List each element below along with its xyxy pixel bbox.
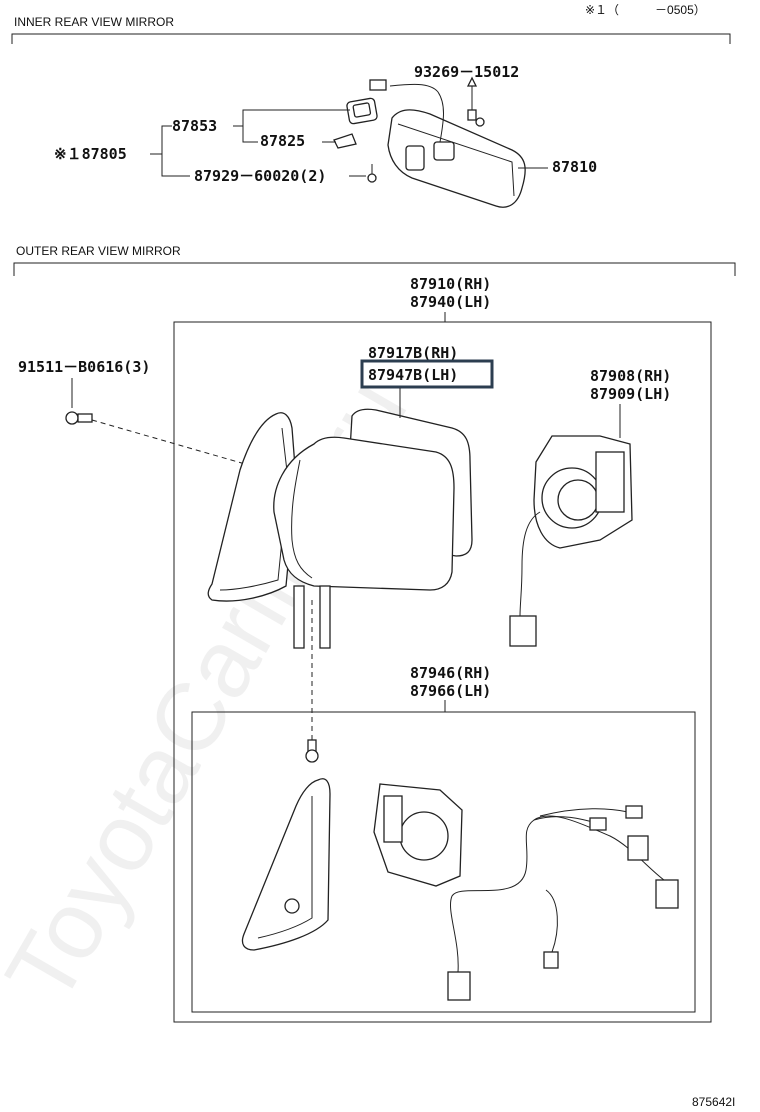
label-87929-60020: 87929－60020(2) [194, 167, 326, 185]
inner-mirror-drawing [369, 79, 526, 208]
leader-87853 [242, 109, 350, 126]
assembly-frame [173, 321, 712, 1023]
label-91511-b0616: 91511－B0616(3) [18, 358, 150, 376]
bolt-93269-drawing [466, 76, 485, 127]
label-87966-lh: 87966(LH) [410, 682, 491, 700]
label-87947b-lh: 87947B(LH) [368, 366, 458, 384]
label-87946-rh: 87946(RH) [410, 664, 491, 682]
mount-pieces-drawing [333, 97, 378, 183]
outer-section-bracket [13, 262, 736, 276]
applicability-note: ※１（ －0505） [585, 3, 706, 17]
inner-section-bracket [11, 33, 731, 44]
label-93269-15012: 93269－15012 [414, 63, 519, 81]
wire-harness-drawing [447, 805, 679, 1001]
cover-drawing [241, 778, 331, 951]
screw-91511-drawing [65, 411, 93, 425]
bracket-87805 [161, 125, 190, 177]
label-87853: 87853 [172, 117, 217, 135]
label-87805: ※１87805 [54, 145, 127, 163]
actuator-drawing [373, 783, 463, 887]
label-87910-rh: 87910(RH) [410, 275, 491, 293]
highlight-box-87947b [360, 359, 494, 389]
inner-section-title: INNER REAR VIEW MIRROR [14, 15, 174, 29]
mirror-motor-drawing [509, 435, 633, 647]
label-87940-lh: 87940(LH) [410, 293, 491, 311]
figure-code: 875642I [692, 1095, 735, 1109]
label-87917b-rh: 87917B(RH) [368, 344, 458, 362]
label-87810: 87810 [552, 158, 597, 176]
outer-mirror-drawing [207, 408, 473, 649]
label-87908-rh: 87908(RH) [590, 367, 671, 385]
screw-lower-drawing [305, 739, 319, 763]
outer-section-title: OUTER REAR VIEW MIRROR [16, 244, 181, 258]
screw-leader-dashed [91, 419, 253, 467]
subassembly-frame [191, 711, 696, 1013]
label-87909-lh: 87909(LH) [590, 385, 671, 403]
label-87825: 87825 [260, 132, 305, 150]
